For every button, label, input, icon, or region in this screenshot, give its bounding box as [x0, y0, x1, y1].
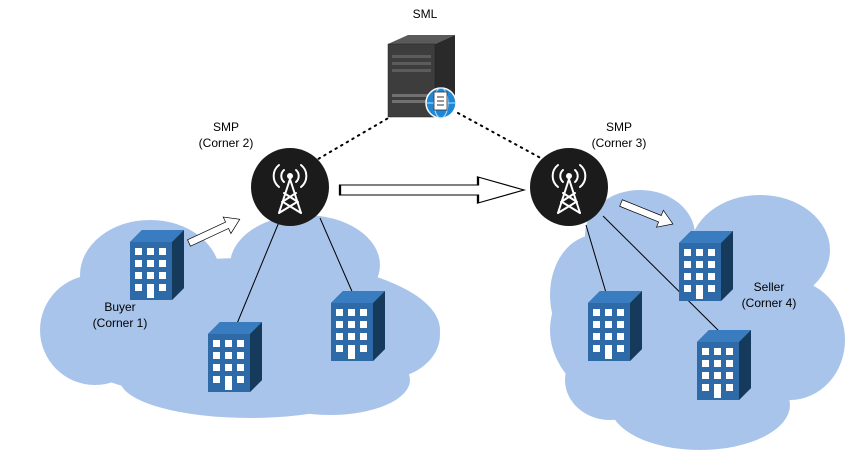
sml-server: [387, 35, 457, 119]
buyer-label-line2: (Corner 1): [93, 316, 148, 330]
sml-label: SML: [413, 7, 438, 21]
smp-corner3-tower: [529, 147, 609, 227]
office-building-icon: [697, 330, 751, 400]
office-building-icon: [130, 230, 184, 300]
globe-icon: [425, 87, 457, 119]
office-building-icon: [588, 291, 642, 361]
seller-building: [679, 231, 733, 301]
buyer-label-line1: Buyer: [104, 300, 135, 314]
corner4-building-left: [588, 291, 642, 361]
link-smp3-building-right: [602, 215, 724, 336]
smp-corner2-tower: [250, 147, 330, 227]
office-building-icon: [208, 322, 262, 392]
seller-label-line2: (Corner 4): [742, 296, 797, 310]
office-building-icon: [331, 291, 385, 361]
corner2-building-right: [331, 291, 385, 361]
corner4-building-bottom: [697, 330, 751, 400]
smp-corner3-label-line2: (Corner 3): [592, 136, 647, 150]
dotted-link-left: [312, 112, 398, 163]
link-smp2-building-bottom: [235, 221, 280, 327]
link-smp3-building-left: [585, 224, 608, 297]
smp-corner2-label-line2: (Corner 2): [199, 136, 254, 150]
smp-corner2-label-line1: SMP: [213, 120, 239, 134]
seller-label-line1: Seller: [754, 280, 785, 294]
buyer-building: [130, 230, 184, 300]
right-cloud: [550, 190, 845, 450]
dotted-link-right: [457, 112, 549, 163]
office-building-icon: [679, 231, 733, 301]
smp-corner3-label-line1: SMP: [606, 120, 632, 134]
corner2-building-bottom: [208, 322, 262, 392]
link-smp2-building-right: [319, 217, 355, 297]
arrow-smp2-to-smp3: [338, 175, 526, 205]
antenna-tower-icon: [250, 147, 330, 227]
antenna-tower-icon: [529, 147, 609, 227]
